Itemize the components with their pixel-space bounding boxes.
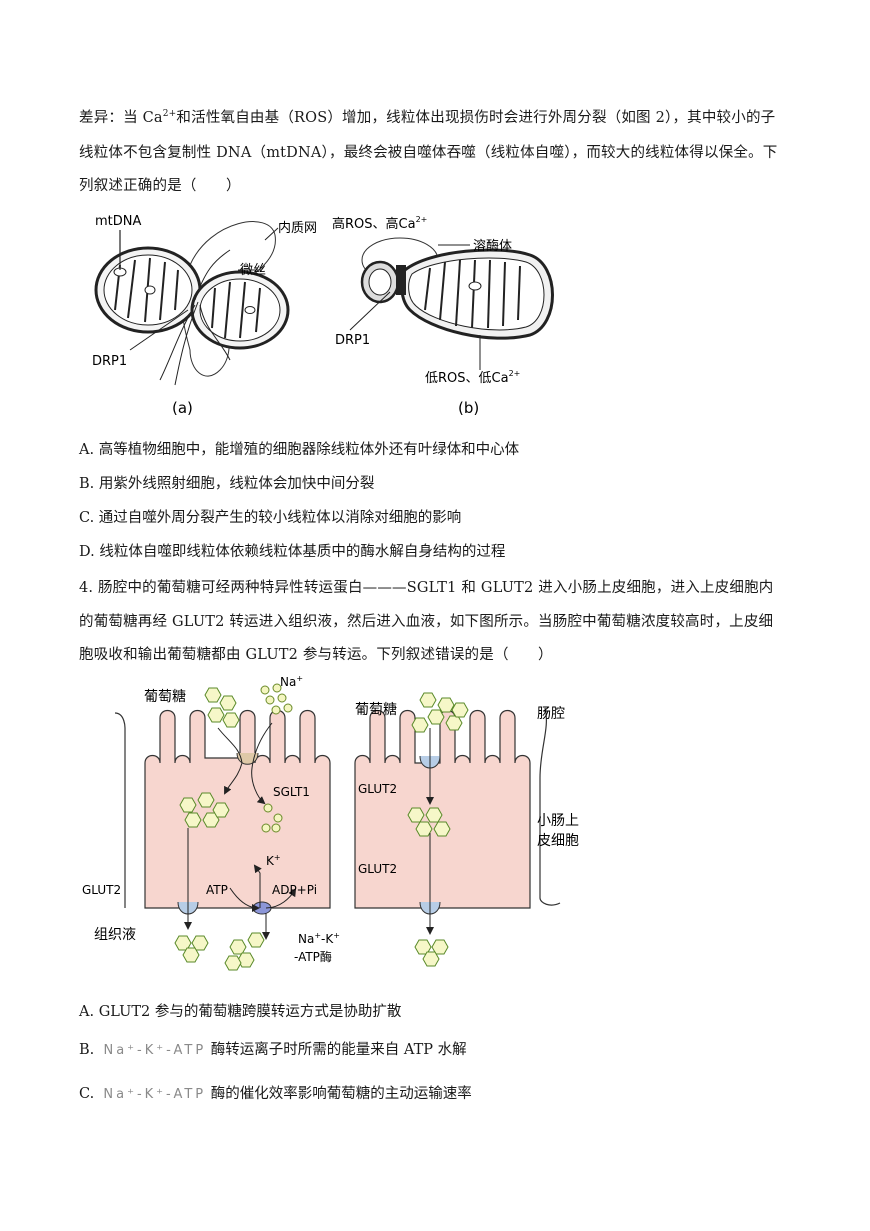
label-drp1-b: DRP1 [335, 333, 370, 348]
q3-option-b: B. 用紫外线照射细胞，线粒体会加快中间分裂 [79, 476, 375, 492]
label-cell-1: 小肠上 [537, 813, 579, 829]
caption-a: (a) [172, 399, 193, 417]
label-glucose-right: 葡萄糖 [355, 702, 397, 718]
label-atp: ATP [206, 883, 228, 897]
label-adp-pi: ADP+Pi [272, 883, 317, 897]
glucose-transport-figure: 葡萄糖 Na+ 葡萄糖 肠腔 SGLT1 GLUT2 小肠上 皮细胞 K+ AT… [82, 674, 579, 971]
q4-option-a: A. GLUT2 参与的葡萄糖跨膜转运方式是协助扩散 [79, 1004, 402, 1020]
label-drp1-a: DRP1 [92, 354, 127, 369]
caption-b: (b) [458, 399, 479, 417]
q4-line-1: 4. 肠腔中的葡萄糖可经两种特异性转运蛋白———SGLT1 和 GLUT2 进入… [79, 580, 774, 596]
label-na: Na+ [280, 674, 303, 689]
q3-option-a: A. 高等植物细胞中，能增殖的细胞器除线粒体外还有叶绿体和中心体 [79, 442, 520, 458]
label-high-ros-ca: 高ROS、高Ca2+ [332, 215, 427, 232]
q4-line-3: 胞吸收和输出葡萄糖都由 GLUT2 参与转运。下列叙述错误的是（ ） [79, 647, 553, 663]
label-low-ros-ca: 低ROS、低Ca2+ [425, 369, 520, 386]
q4-line-2: 的葡萄糖再经 GLUT2 转运进入组织液，然后进入血液，如下图所示。当肠腔中葡萄… [79, 614, 774, 630]
mitochondria-figure-a: mtDNA 内质网 微丝 DRP1 (a) [92, 214, 317, 417]
label-cell-2: 皮细胞 [537, 833, 579, 849]
q3-option-d: D. 线粒体自噬即线粒体依赖线粒体基质中的酶水解自身结构的过程 [79, 544, 506, 560]
label-glut2-left: GLUT2 [82, 883, 121, 897]
label-na-k-pump-2: -ATP酶 [294, 949, 332, 964]
q4-option-b: B. Na⁺-K⁺-ATP 酶转运离子时所需的能量来自 ATP 水解 [79, 1042, 467, 1058]
label-glut2-lower-right: GLUT2 [358, 862, 397, 876]
label-sglt1: SGLT1 [273, 785, 310, 799]
paragraph-line-1: 差异：当 Ca2+和活性氧自由基（ROS）增加，线粒体出现损伤时会进行外周分裂（… [79, 109, 776, 126]
label-lysosome: 溶酶体 [473, 238, 512, 254]
label-mtdna: mtDNA [95, 214, 141, 229]
q4-option-c: C. Na⁺-K⁺-ATP 酶的催化效率影响葡萄糖的主动运输速率 [79, 1086, 472, 1102]
label-na-k-pump-1: Na+-K+ [298, 931, 340, 946]
q3-option-c: C. 通过自噬外周分裂产生的较小线粒体以消除对细胞的影响 [79, 510, 462, 526]
label-glut2-upper-right: GLUT2 [358, 782, 397, 796]
paragraph-line-2: 线粒体不包含复制性 DNA（mtDNA），最终会被自噬体吞噬（线粒体自噬），而较… [79, 145, 778, 161]
label-glucose-left: 葡萄糖 [144, 689, 186, 705]
paragraph-line-3: 列叙述正确的是（ ） [79, 178, 241, 194]
label-tissue-fluid: 组织液 [94, 927, 136, 943]
label-k: K+ [266, 853, 281, 868]
label-microfilament: 微丝 [240, 263, 266, 278]
label-er: 内质网 [278, 220, 317, 236]
label-intestinal-lumen: 肠腔 [537, 706, 565, 722]
mitochondria-figure-b: 高ROS、高Ca2+ 溶酶体 DRP1 低ROS、低Ca2+ (b) [332, 215, 554, 417]
